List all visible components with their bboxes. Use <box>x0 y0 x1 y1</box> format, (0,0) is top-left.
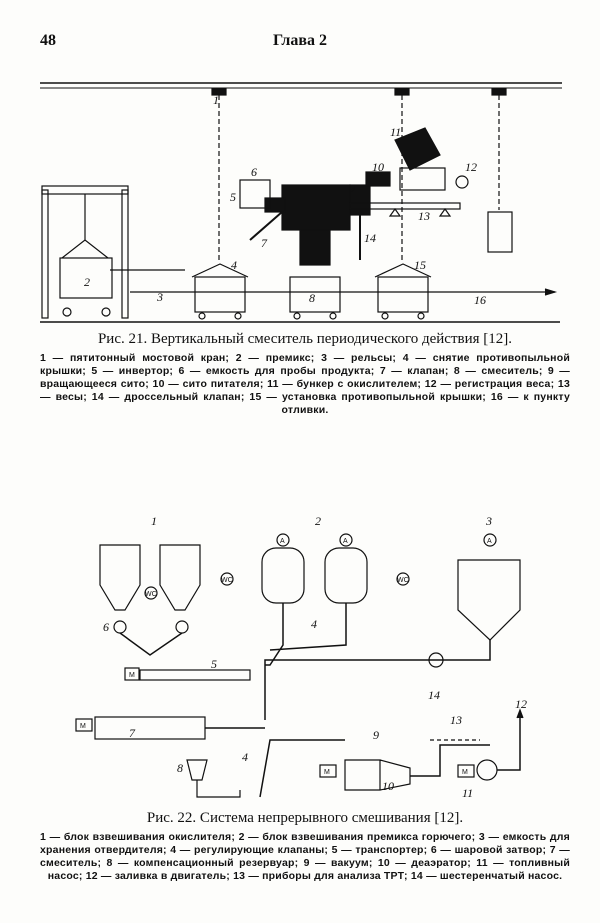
fig22-label-9: 9 <box>373 728 379 742</box>
fig22-label-6: 6 <box>103 620 109 634</box>
figure-21-caption: Рис. 21. Вертикальный смеситель периодич… <box>97 331 513 347</box>
motor-mark: M <box>129 672 135 679</box>
fig22-label-8: 8 <box>177 761 183 775</box>
fig21-label-2: 2 <box>84 275 90 289</box>
fig21-label-6: 6 <box>251 165 257 179</box>
fig21-label-10: 10 <box>372 160 384 174</box>
fig22-label-13: 13 <box>450 713 462 727</box>
fig21-label-3: 3 <box>156 290 163 304</box>
agitator-mark: A <box>280 538 285 545</box>
fig22-label-2: 2 <box>315 514 321 528</box>
page-number: 48 <box>40 32 56 49</box>
fig21-label-11: 11 <box>390 125 401 139</box>
agitator-mark: A <box>343 538 348 545</box>
chapter-heading: Глава 2 <box>273 32 327 49</box>
weigh-cell-mark: WC <box>221 577 233 584</box>
figure-22-legend: 1 — блок взвешивания окислителя; 2 — бло… <box>40 831 570 882</box>
fig21-label-8: 8 <box>309 291 315 305</box>
figure-22-diagram <box>75 533 524 798</box>
fig21-label-13: 13 <box>418 209 430 223</box>
fig22-label-3: 3 <box>485 514 492 528</box>
fig22-label-10: 10 <box>382 779 394 793</box>
figure-22-caption: Рис. 22. Система непрерывного смешивания… <box>146 810 464 826</box>
agitator-mark: A <box>487 538 492 545</box>
figure-22-labels: A A A WC WC WC M M M M 1 2 3 4 4 5 6 7 8… <box>80 514 527 800</box>
motor-mark: M <box>462 769 468 776</box>
weigh-cell-mark: WC <box>397 577 409 584</box>
fig21-label-1: 1 <box>213 93 219 107</box>
weigh-cell-mark: WC <box>145 591 157 598</box>
figure-21-diagram <box>40 82 562 323</box>
motor-mark: M <box>324 769 330 776</box>
fig22-label-5: 5 <box>211 657 217 671</box>
fig22-label-4: 4 <box>242 750 248 764</box>
fig21-label-4: 4 <box>231 258 237 272</box>
fig22-label-7: 7 <box>129 726 136 740</box>
fig22-label-14: 14 <box>428 688 440 702</box>
fig22-label-4: 4 <box>311 617 317 631</box>
fig21-label-12: 12 <box>465 160 477 174</box>
fig22-label-12: 12 <box>515 697 527 711</box>
fig21-label-16: 16 <box>474 293 486 307</box>
fig22-label-1: 1 <box>151 514 157 528</box>
fig21-label-15: 15 <box>414 258 426 272</box>
fig21-label-9: 9 <box>349 181 355 195</box>
figure-21-legend: 1 — пятитонный мостовой кран; 2 — премик… <box>40 352 570 416</box>
motor-mark: M <box>80 723 86 730</box>
fig22-label-11: 11 <box>462 786 473 800</box>
figure-21-labels: 1 2 3 4 5 6 7 8 9 10 11 12 13 14 15 16 <box>84 93 486 307</box>
fig21-label-7: 7 <box>261 236 268 250</box>
fig21-label-5: 5 <box>230 190 236 204</box>
fig21-label-14: 14 <box>364 231 376 245</box>
